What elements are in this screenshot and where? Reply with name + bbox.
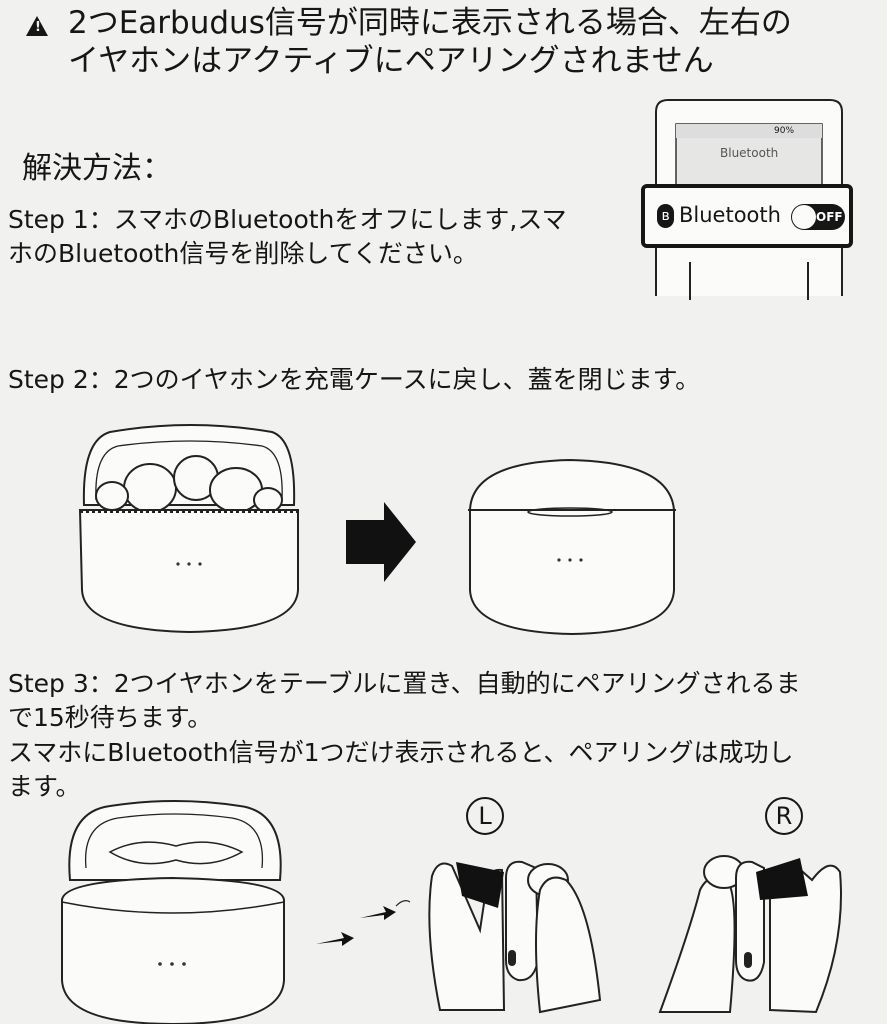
- step3-line-1: Step 3：2つイヤホンをテーブルに置き、自動的にペアリングされるま: [8, 669, 801, 698]
- warning-line-2: イヤホンはアクティブにペアリングされません: [68, 43, 714, 79]
- bluetooth-icon: ʙ: [657, 204, 674, 228]
- solution-title: 解決方法：: [22, 151, 172, 186]
- step3-line-3: スマホにBluetooth信号が1つだけ表示されると、ペアリングは成功し: [8, 738, 794, 767]
- bluetooth-setting-label: Bluetooth: [679, 203, 781, 227]
- step1-line-1: Step 1：スマホのBluetoothをオフにします,スマ: [8, 205, 567, 234]
- step2-line-1: Step 2：2つのイヤホンを充電ケースに戻し、蓋を閉じます。: [8, 365, 701, 394]
- toggle-knob: [792, 205, 816, 229]
- warning-line-1: 2つEarbudus信号が同時に表示される場合、左右の: [68, 5, 792, 41]
- step3-line-2: で15秒待ちます。: [8, 703, 213, 732]
- bluetooth-setting-box: ʙ Bluetooth OFF: [641, 184, 853, 248]
- bluetooth-toggle[interactable]: OFF: [791, 204, 845, 230]
- step1-line-2: ホのBluetooth信号を削除してください。: [8, 239, 478, 268]
- toggle-state-label: OFF: [816, 210, 843, 224]
- step3-line-4: ます。: [8, 772, 81, 801]
- phone-status-battery: 90%: [774, 126, 795, 136]
- right-indicator: R: [765, 797, 803, 835]
- warning-icon: !: [26, 16, 48, 36]
- left-indicator: L: [466, 797, 504, 835]
- phone-screen-title: Bluetooth: [720, 146, 779, 160]
